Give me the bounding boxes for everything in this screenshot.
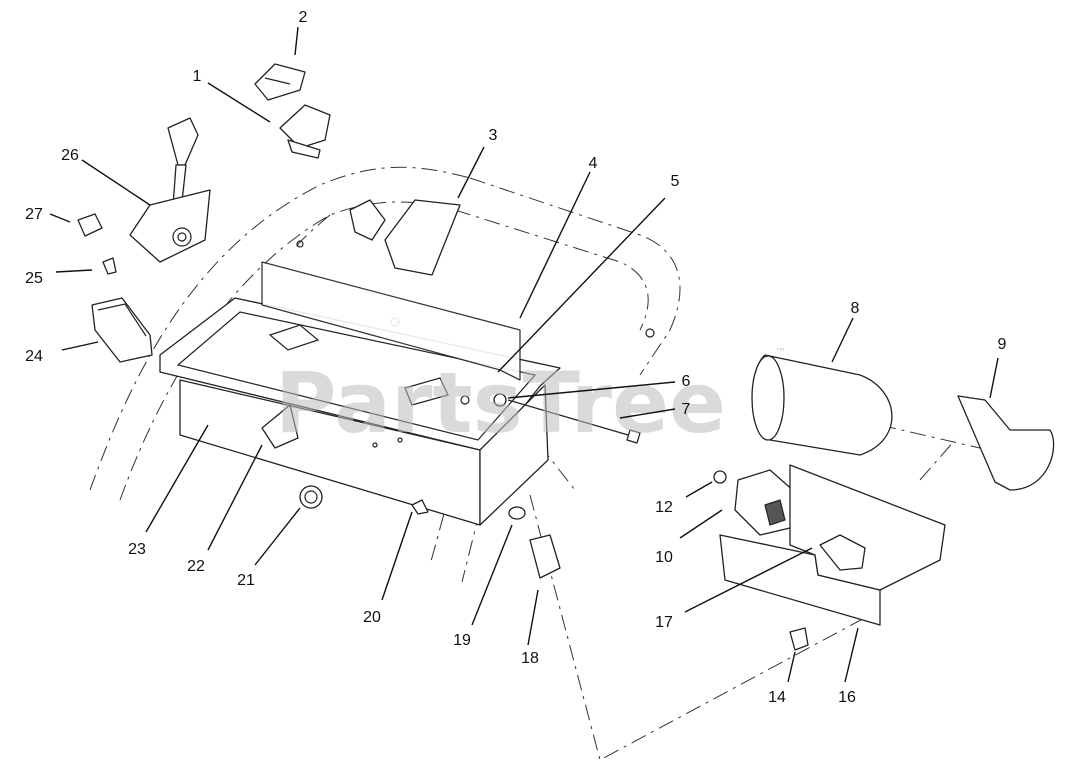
callout-1: 1 <box>193 68 202 85</box>
callout-9: 9 <box>998 336 1007 353</box>
callout-10: 10 <box>655 549 673 566</box>
part-1-rocker-switch <box>279 104 331 159</box>
callout-20: 20 <box>363 609 381 626</box>
callout-3: 3 <box>489 127 498 144</box>
callout-2: 2 <box>299 9 308 26</box>
callout-6: 6 <box>682 373 691 390</box>
watermark-trademark: ™ <box>775 346 786 359</box>
callout-24: 24 <box>25 348 43 365</box>
callout-23: 23 <box>128 541 146 558</box>
part-18-indicator-light <box>529 534 561 579</box>
callout-27: 27 <box>25 206 43 223</box>
part-19-washer <box>508 506 526 520</box>
leader-lines <box>49 26 999 683</box>
handle-frame-outline <box>89 166 1011 761</box>
part-22-key-switch <box>261 404 299 449</box>
part-12-nut <box>713 470 727 484</box>
part-10-connector <box>734 469 796 536</box>
callout-16: 16 <box>838 689 856 706</box>
callout-12: 12 <box>655 499 673 516</box>
callout-22: 22 <box>187 558 205 575</box>
callout-14: 14 <box>768 689 786 706</box>
part-20-screw <box>411 499 429 515</box>
part-14-screw <box>789 627 809 651</box>
callout-19: 19 <box>453 632 471 649</box>
part-16-mounting-bracket <box>719 464 946 626</box>
callout-8: 8 <box>851 300 860 317</box>
decal-plate <box>261 261 521 381</box>
callout-18: 18 <box>521 650 539 667</box>
control-panel-box <box>159 240 655 526</box>
part-6-nut <box>493 393 507 407</box>
part-3-throttle-cable-bracket <box>349 199 461 276</box>
part-25-screw <box>102 257 117 275</box>
part-27-knob <box>77 213 103 237</box>
callout-labels: 2 1 26 27 25 24 3 4 5 6 7 8 9 12 10 17 1… <box>25 9 1006 706</box>
part-17-module <box>819 534 866 571</box>
callout-7: 7 <box>682 401 691 418</box>
callout-17: 17 <box>655 614 673 631</box>
part-8-hour-meter <box>751 354 893 456</box>
callout-25: 25 <box>25 270 43 287</box>
part-26-throttle-lever <box>129 117 211 263</box>
part-21-nut <box>299 485 323 509</box>
callout-4: 4 <box>589 155 598 172</box>
part-7-bolt <box>507 399 641 444</box>
callout-26: 26 <box>61 147 79 164</box>
part-2-switch-cap <box>254 63 306 101</box>
part-9-strap <box>957 395 1055 491</box>
callout-21: 21 <box>237 572 255 589</box>
part-24-relay <box>91 297 153 363</box>
callout-5: 5 <box>671 173 680 190</box>
